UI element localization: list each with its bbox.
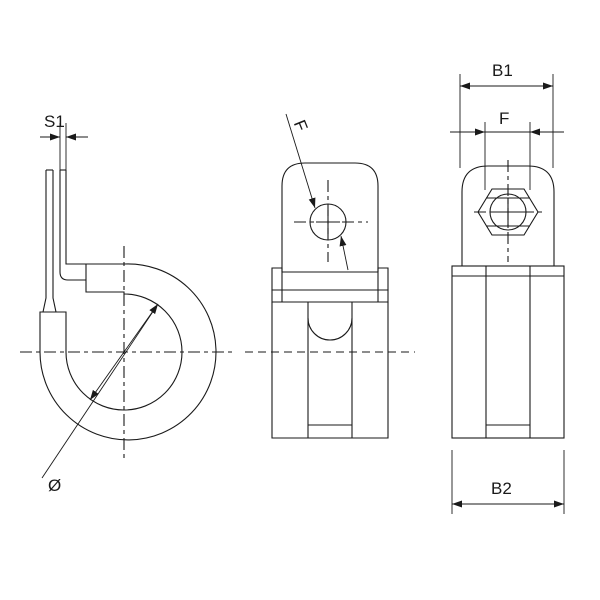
clamp-ring-inner <box>65 293 183 411</box>
diameter-arrow-lower <box>89 351 125 401</box>
b1-label: B1 <box>492 61 513 80</box>
collar-band <box>271 289 389 303</box>
cushion-top-block <box>85 263 125 294</box>
left-view-clamp-profile: S1 Ø <box>20 112 232 495</box>
f-side-label: F <box>290 117 312 134</box>
body-outline <box>271 302 389 439</box>
diameter-label: Ø <box>48 476 61 495</box>
f-arrow-bottom <box>339 235 349 271</box>
band-second-strip <box>52 170 57 313</box>
s1-label: S1 <box>44 112 65 131</box>
middle-view-side: F <box>245 113 415 439</box>
front-body-outline <box>451 265 565 439</box>
u-slot <box>307 302 353 341</box>
tab-outline <box>281 162 379 272</box>
band-outer-strip <box>65 170 86 265</box>
clamp-ring-outer <box>39 263 217 441</box>
f-front-label: F <box>499 109 509 128</box>
right-view-front: B1 F B2 <box>450 61 565 514</box>
f-arrow-top <box>285 113 316 209</box>
band-back-strip <box>42 170 47 313</box>
b2-label: B2 <box>491 479 512 498</box>
diameter-arrow-upper <box>123 303 159 353</box>
band-inner-strip <box>59 170 86 281</box>
